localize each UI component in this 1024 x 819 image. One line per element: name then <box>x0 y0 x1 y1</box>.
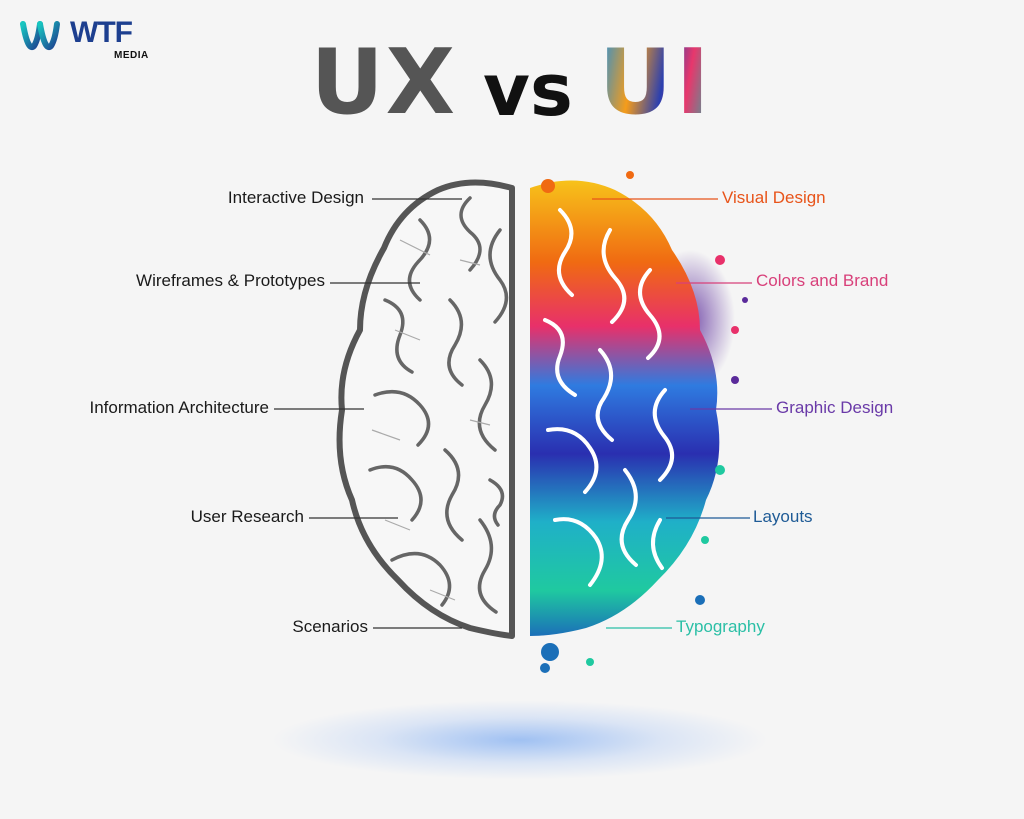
ux-label-scenarios: Scenarios <box>292 617 368 636</box>
brand-logo[interactable]: WTF MEDIA <box>20 14 170 64</box>
ux-label-wireframes-prototypes: Wireframes & Prototypes <box>136 271 325 290</box>
ui-label-graphic-design: Graphic Design <box>776 398 894 417</box>
ui-label-layouts: Layouts <box>753 507 813 526</box>
ui-brain-half <box>530 171 748 673</box>
bottom-glow <box>270 700 770 780</box>
title-vs: vs <box>483 48 573 132</box>
logo-wave-icon <box>20 21 60 50</box>
ux-label-information-architecture: Information Architecture <box>89 398 269 417</box>
title-ux: UX <box>310 30 458 135</box>
brand-name: WTF <box>70 16 133 49</box>
ux-brain-half <box>336 179 515 639</box>
ux-label-interactive-design: Interactive Design <box>227 188 364 207</box>
ui-label-colors-and-brand: Colors and Brand <box>756 271 889 290</box>
ux-connectors <box>274 198 462 629</box>
ux-label-user-research: User Research <box>190 507 304 526</box>
ui-connectors <box>592 198 772 629</box>
ui-label-visual-design: Visual Design <box>722 188 826 207</box>
ui-label-typography: Typography <box>676 617 765 636</box>
brand-subtitle: MEDIA <box>114 50 149 61</box>
title-ui: UI <box>598 30 714 135</box>
